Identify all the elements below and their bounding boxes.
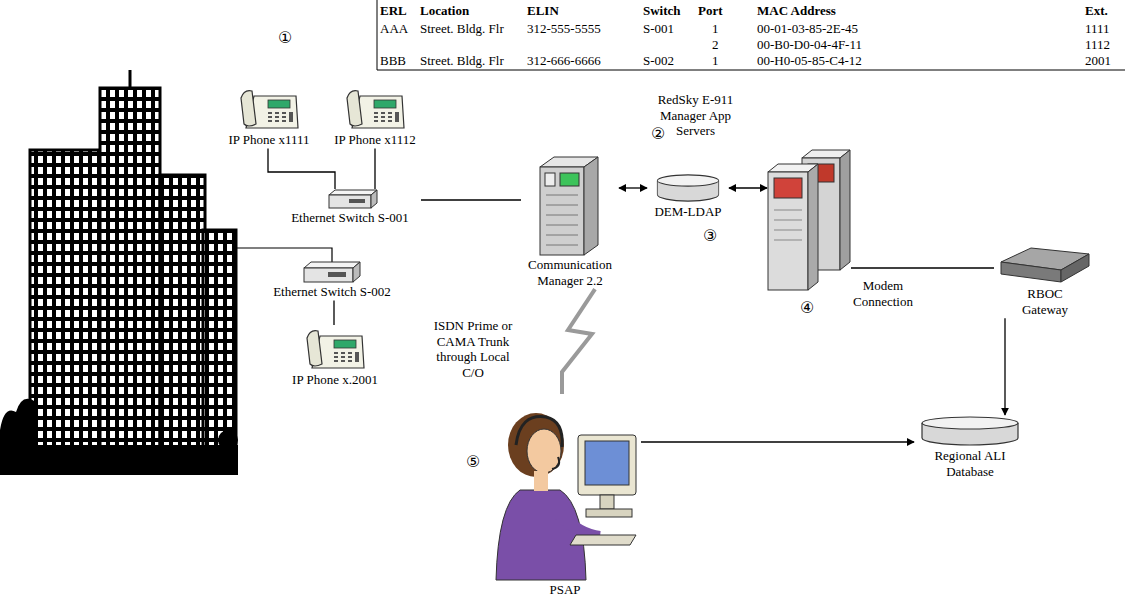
ldap-database: DEM-LDAP <box>648 174 728 220</box>
network-wire <box>236 248 332 262</box>
ip-phone-icon <box>307 331 364 368</box>
table-cell: 2 <box>712 37 719 53</box>
callout-number: ① <box>278 28 292 47</box>
callout-number: ② <box>651 124 665 143</box>
gateway-icon <box>1001 248 1089 282</box>
table-header: Switch <box>643 3 681 19</box>
app-server: RedSky E-911 Manager App Servers <box>768 150 850 290</box>
ip-phone: IP Phone x1111 <box>216 86 322 148</box>
table-cell: 2001 <box>1085 53 1111 69</box>
table-header: MAC Address <box>757 3 836 19</box>
table-rule <box>377 70 1125 71</box>
node-label: DEM-LDAP <box>654 204 721 220</box>
trunk-bolt <box>562 289 595 394</box>
server-icon <box>768 150 850 290</box>
table-header: Port <box>698 3 723 19</box>
table-cell: 00-H0-05-85-C4-12 <box>757 53 862 69</box>
callout-number: ④ <box>800 298 814 317</box>
server-cabinet-icon <box>540 157 598 255</box>
node-label: Ethernet Switch S-002 <box>273 284 391 300</box>
node-label: IP Phone x.2001 <box>292 372 378 388</box>
node-label: PSAP <box>549 582 580 598</box>
table-cell: 312-666-6666 <box>527 53 601 69</box>
psap-operator: PSAP <box>490 395 640 598</box>
node-label: Ethernet Switch S-001 <box>291 210 409 226</box>
ali-database: Regional ALI Database <box>915 416 1025 479</box>
gateway: RBOC Gateway <box>995 248 1095 317</box>
ip-phone: IP Phone x1112 <box>322 86 428 148</box>
ethernet-switch: Ethernet Switch S-001 <box>280 190 420 226</box>
connector-label: Modem Connection <box>848 278 918 309</box>
connector <box>268 149 335 189</box>
ethernet-switch: Ethernet Switch S-002 <box>262 262 402 300</box>
ip-phone-icon <box>347 91 404 128</box>
table-header: ELIN <box>527 3 559 19</box>
connector <box>374 149 375 189</box>
table-rule <box>377 0 378 70</box>
database-icon <box>657 175 718 201</box>
callout-number: ③ <box>703 226 717 245</box>
table-cell: 1 <box>712 53 719 69</box>
table-header: Ext. <box>1085 3 1108 19</box>
callout-number: ⑤ <box>466 452 480 471</box>
table-cell: 1111 <box>1085 21 1110 37</box>
connector <box>619 187 647 188</box>
table-cell: BBB <box>380 53 406 69</box>
node-label: IP Phone x1111 <box>228 132 309 148</box>
table-cell: 1112 <box>1085 37 1110 53</box>
database-icon <box>922 417 1018 445</box>
table-cell: S-001 <box>643 21 674 37</box>
ip-phone-icon <box>241 91 298 128</box>
table-cell: 312-555-5555 <box>527 21 601 37</box>
table-cell: 00-01-03-85-2E-45 <box>757 21 858 37</box>
table-cell: AAA <box>380 21 408 37</box>
node-label: IP Phone x1112 <box>334 132 416 148</box>
node-label: Communication Manager 2.2 <box>526 257 614 288</box>
connector-label: ISDN Prime or CAMA Trunk through Local C… <box>428 318 518 380</box>
connector <box>421 199 521 200</box>
building <box>0 70 238 475</box>
operator-icon <box>496 413 636 580</box>
connector <box>1004 318 1005 415</box>
table-cell: 1 <box>712 21 719 37</box>
node-label: Regional ALI Database <box>928 448 1013 479</box>
table-header: ERL <box>380 3 407 19</box>
connector <box>729 187 767 188</box>
table-cell: 00-B0-D0-04-4F-11 <box>757 37 862 53</box>
table-cell: Street. Bldg. Flr <box>420 21 504 37</box>
call-server: Communication Manager 2.2 <box>522 155 618 288</box>
table-cell: Street. Bldg. Flr <box>420 53 504 69</box>
node-label: RBOC Gateway <box>1015 286 1075 317</box>
table-cell: S-002 <box>643 53 674 69</box>
connector <box>333 301 334 325</box>
switch-icon <box>329 190 377 208</box>
table-header: Location <box>420 3 469 19</box>
ip-phone: IP Phone x.2001 <box>280 326 390 388</box>
connector <box>641 441 914 442</box>
connector <box>851 267 994 268</box>
switch-icon <box>304 262 360 282</box>
